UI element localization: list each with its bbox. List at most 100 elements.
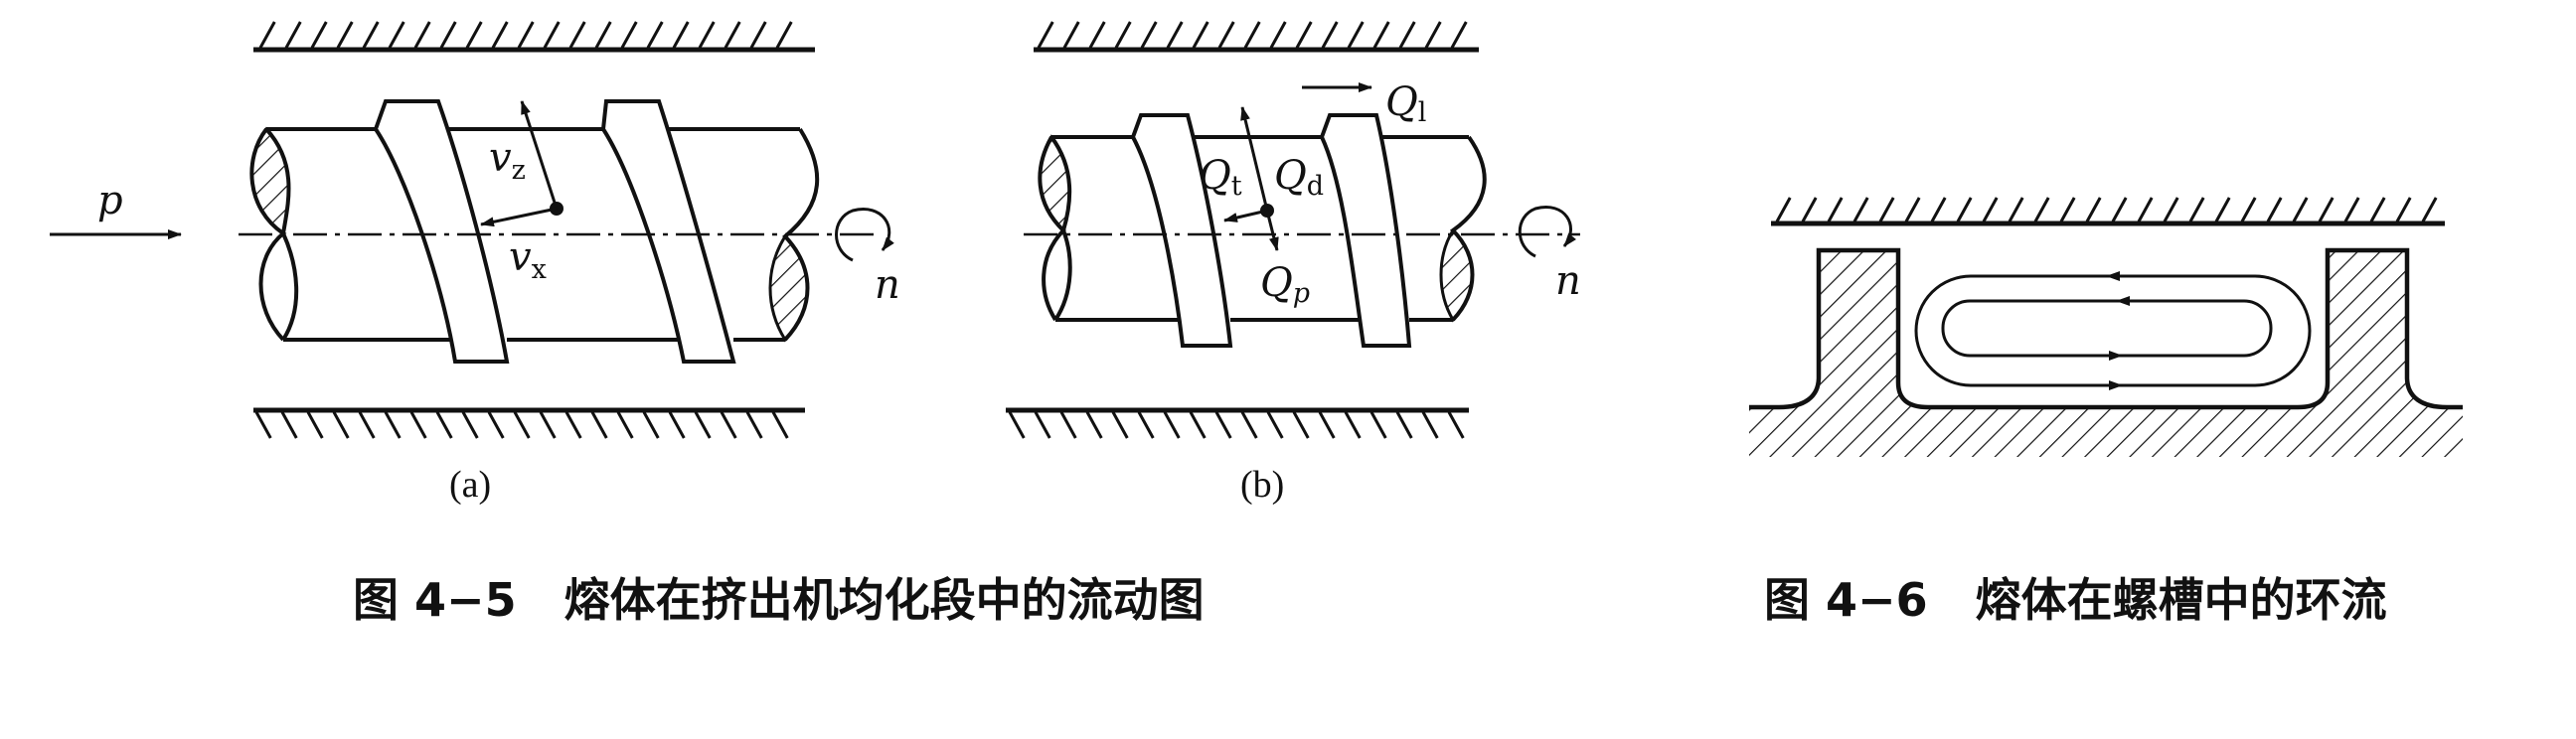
barrel-wall-4-6: [1771, 197, 2445, 226]
hatch-tick: [487, 411, 505, 439]
hatch-tick: [435, 411, 453, 439]
hatch-tick: [672, 21, 690, 49]
hatch-tick: [2059, 197, 2076, 222]
hatch-tick: [668, 411, 686, 439]
hatch-tick: [1059, 411, 1077, 439]
hatch-tick: [2318, 197, 2334, 222]
hatch-tick: [280, 411, 298, 439]
hatch-tick: [1192, 21, 1209, 49]
hatch-tick: [620, 21, 638, 49]
hatch-tick: [1775, 197, 1792, 222]
screw-flight-1-b: [1130, 113, 1233, 348]
hatch-tick: [1166, 21, 1184, 49]
circulation-loops: [1914, 274, 2312, 387]
rotation-label-b: n: [1555, 258, 1581, 304]
qt-arrow: [1223, 209, 1268, 222]
hatch-tick: [2421, 197, 2438, 222]
hatch-tick: [1827, 197, 1844, 222]
hatch-tick: [1982, 197, 1999, 222]
vz-label: vz: [489, 135, 526, 186]
hatch-tick: [720, 411, 737, 439]
screw-outline-4-6: [1749, 247, 2463, 410]
hatch-tick: [1344, 411, 1362, 439]
hatch-tick: [461, 411, 479, 439]
hatch-tick: [1347, 21, 1365, 49]
hatch-tick: [2033, 197, 2050, 222]
hatch-tick: [2240, 197, 2257, 222]
hatch-tick: [336, 21, 354, 49]
hatch-tick: [413, 21, 431, 49]
left-shaft-section-hatch-a: [249, 126, 291, 236]
hatch-tick: [698, 21, 716, 49]
hatch-tick: [465, 21, 483, 49]
hatch-tick: [724, 21, 741, 49]
hatch-tick: [1114, 21, 1132, 49]
ql-label: Ql: [1385, 79, 1426, 128]
hatch-tick: [1037, 21, 1054, 49]
hatch-tick: [2163, 197, 2179, 222]
rotation-arrow-b: [1518, 206, 1577, 258]
hatch-tick: [1369, 411, 1387, 439]
hatch-tick: [775, 21, 793, 49]
hatch-tick: [642, 411, 660, 439]
hatch-tick: [2369, 197, 2386, 222]
circulation-arrows: [2097, 271, 2137, 390]
bottom-barrel-wall-b: [1006, 407, 1469, 439]
hatch-tick: [1424, 21, 1442, 49]
hatch-tick: [439, 21, 457, 49]
hatch-tick: [694, 411, 712, 439]
hatch-tick: [2292, 197, 2309, 222]
left-shaft-section-hatch-b: [1038, 134, 1071, 233]
right-shaft-section-hatch-b: [1439, 227, 1474, 323]
screw-body-4-6: [1749, 250, 2463, 457]
rotation-arrow-a: [835, 208, 894, 262]
hatch-tick: [258, 21, 276, 49]
hatch-tick: [1034, 411, 1051, 439]
hatch-tick: [2008, 197, 2024, 222]
hatch-tick: [1956, 197, 1973, 222]
hatch-tick: [1852, 197, 1869, 222]
hatch-tick: [594, 21, 612, 49]
hatch-tick: [491, 21, 509, 49]
hatch-tick: [1447, 411, 1465, 439]
screw-flight-2-b: [1319, 113, 1412, 348]
hatch-tick: [1243, 21, 1261, 49]
right-shaft-section-hatch-a: [768, 233, 809, 343]
top-barrel-wall-a: [253, 21, 815, 53]
hatch-tick: [1801, 197, 1818, 222]
hatch-tick: [1878, 197, 1895, 222]
panel-label-a: (a): [449, 464, 491, 506]
hatch-tick: [358, 411, 376, 439]
hatch-tick: [771, 411, 789, 439]
screw-flight-1-a: [373, 99, 510, 364]
figure-4-5-caption: 图 4−5 熔体在挤出机均化段中的流动图: [353, 573, 1205, 627]
hatch-tick: [332, 411, 350, 439]
top-barrel-wall-b: [1034, 21, 1479, 53]
hatch-tick: [1930, 197, 1947, 222]
hatch-tick: [1088, 21, 1106, 49]
hatch-tick: [1318, 411, 1336, 439]
hatch-tick: [1292, 411, 1310, 439]
hatch-tick: [1137, 411, 1155, 439]
vx-arrow: [480, 207, 558, 227]
figure-4-6-caption: 图 4−6 熔体在螺槽中的环流: [1764, 573, 2387, 627]
hatch-tick: [1904, 197, 1921, 222]
hatch-tick: [1240, 411, 1258, 439]
hatch-tick: [306, 411, 324, 439]
hatch-tick: [646, 21, 664, 49]
rotation-label-a: n: [875, 262, 900, 308]
hatch-tick: [1372, 21, 1390, 49]
screw-flight-2-a: [600, 99, 736, 364]
pressure-label: p: [97, 178, 123, 223]
hatch-tick: [388, 21, 405, 49]
hatch-tick: [2214, 197, 2231, 222]
hatch-tick: [310, 21, 328, 49]
qd-arrow: [1240, 106, 1269, 212]
hatch-tick: [2395, 197, 2412, 222]
hatch-tick: [590, 411, 608, 439]
vx-label: vx: [509, 234, 547, 285]
hatch-tick: [1398, 21, 1416, 49]
hatch-tick: [1214, 411, 1232, 439]
figure-a-diagram: p vz vx n (a): [50, 21, 900, 506]
